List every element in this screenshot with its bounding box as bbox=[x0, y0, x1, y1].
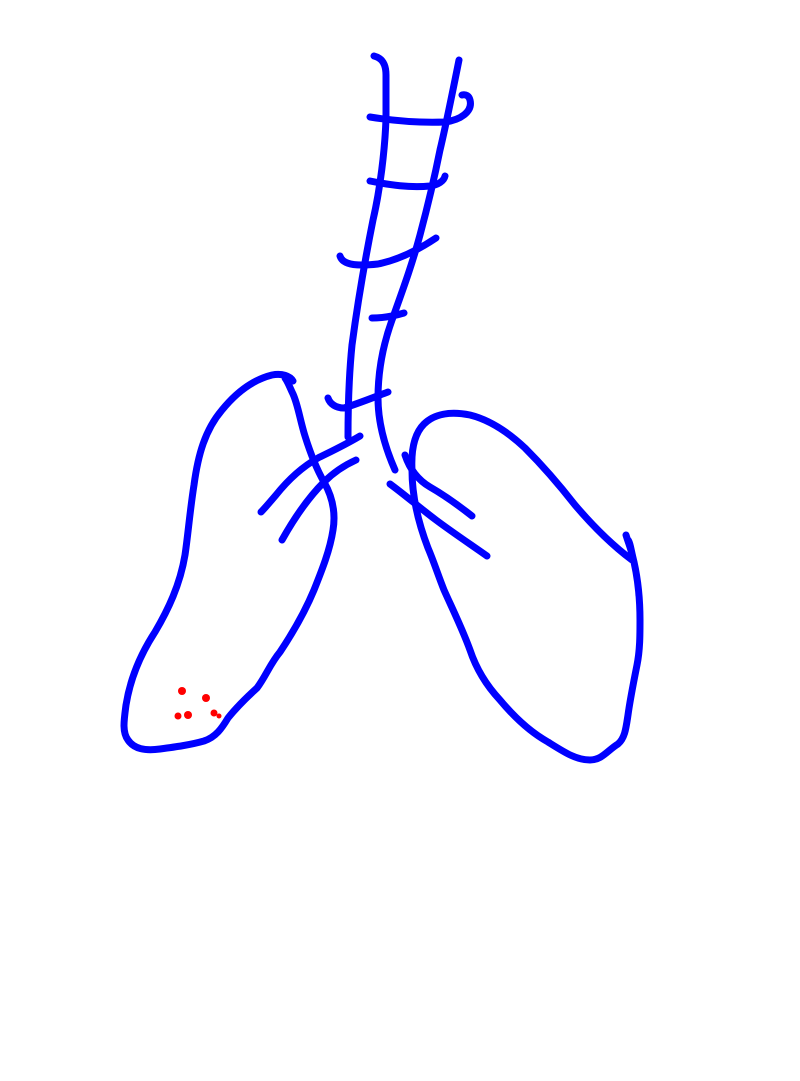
left-lung-outline bbox=[120, 370, 338, 754]
right-bronchus-upper bbox=[401, 451, 476, 520]
red-spots bbox=[174, 687, 222, 720]
left-bronchus-upper bbox=[257, 432, 364, 516]
red-spot bbox=[202, 694, 210, 702]
trachea-ring-1 bbox=[366, 91, 474, 126]
trachea bbox=[324, 52, 474, 474]
left-lung bbox=[120, 370, 364, 754]
trachea-left-wall bbox=[344, 52, 390, 441]
red-spot bbox=[174, 712, 182, 720]
trachea-ring-4 bbox=[368, 309, 408, 322]
red-spot bbox=[178, 687, 186, 695]
right-lung bbox=[386, 409, 644, 764]
red-spot bbox=[216, 713, 222, 719]
right-bronchus-lower bbox=[386, 480, 491, 560]
trachea-ring-2 bbox=[366, 172, 449, 191]
trachea-ring-5 bbox=[324, 388, 392, 412]
trachea-right-wall bbox=[374, 56, 463, 474]
left-bronchus-lower bbox=[278, 456, 360, 544]
red-spot bbox=[210, 709, 218, 717]
trachea-ring-3 bbox=[336, 234, 440, 269]
right-lung-outline bbox=[408, 409, 644, 764]
red-spot bbox=[184, 711, 192, 719]
